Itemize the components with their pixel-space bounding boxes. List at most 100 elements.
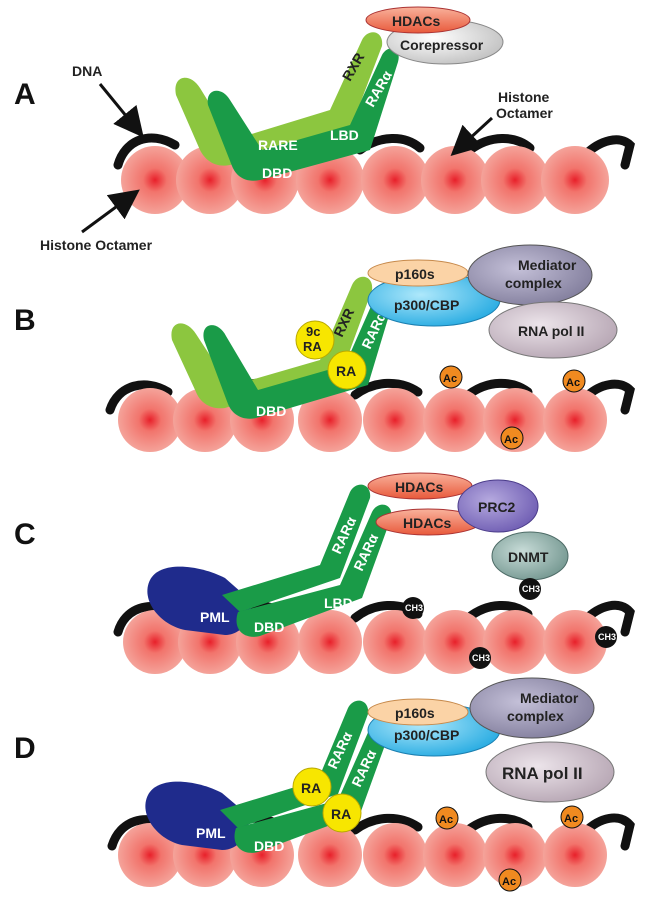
dbd-label: DBD (262, 165, 292, 181)
ligand-9c-ra-label: RA (303, 339, 322, 354)
nucleosome (481, 146, 549, 214)
rna-pol-ii (488, 301, 618, 359)
acetyl-mark (562, 369, 586, 393)
methyl-mark (595, 626, 617, 648)
acetyl-label: Ac (439, 814, 453, 826)
nucleosome (363, 610, 427, 674)
mediator-label-2: complex (507, 708, 564, 724)
panel-a-letter: A (14, 78, 36, 111)
hdacs-label: HDACs (392, 13, 440, 29)
dbd-label: DBD (254, 619, 284, 635)
ligand-ra (322, 793, 362, 833)
acetyl-mark (560, 805, 584, 829)
rna-pol-ii (485, 741, 615, 803)
rara-protein (220, 700, 369, 828)
acetyl-label: Ac (502, 876, 516, 888)
panel-c: C PML RARα RARα LBD DBD HDACs HDACs PRC2 (14, 472, 635, 674)
nucleosome (423, 823, 487, 887)
acetyl-label: Ac (504, 434, 518, 446)
ligand-ra (327, 350, 367, 390)
nucleosome (298, 610, 362, 674)
prc2 (457, 479, 539, 533)
nucleosome (361, 146, 429, 214)
nucleosome (423, 388, 487, 452)
nucleosome (118, 388, 182, 452)
histone-arrow-bottom (81, 189, 140, 234)
lbd-label: LBD (324, 595, 353, 611)
dna-arrow (98, 83, 144, 138)
panel-d-letter: D (14, 732, 36, 765)
histone-label-top-2: Octamer (496, 105, 553, 121)
dbd-label: DBD (256, 403, 286, 419)
nucleosome (118, 823, 182, 887)
ch3-label: CH3 (598, 632, 616, 642)
rara-protein (236, 504, 392, 637)
panel-c-letter: C (14, 518, 36, 551)
acetyl-mark (439, 365, 463, 389)
ligand-9c-ra (295, 320, 335, 360)
acetyl-mark (435, 806, 459, 830)
acetyl-mark (500, 426, 524, 450)
histone-label-bottom: Histone Octamer (40, 237, 153, 253)
ligand-9c-label: 9c (306, 324, 320, 339)
p300-label: p300/CBP (394, 727, 459, 743)
ligand-ra (292, 767, 332, 807)
nucleosome (363, 823, 427, 887)
nucleosome (543, 388, 607, 452)
hdacs-label: HDACs (395, 479, 443, 495)
acetyl-label: Ac (564, 813, 578, 825)
nucleosome (421, 146, 489, 214)
rare-label: RARE (258, 137, 298, 153)
panel-b: B RXR RARα DBD 9c RA RA p300/CBP p160s M… (14, 244, 635, 452)
acetyl-label: Ac (443, 373, 457, 385)
histone-label-top-1: Histone (498, 89, 550, 105)
pml-protein (145, 781, 249, 850)
nucleosome (483, 610, 547, 674)
panel-d: D PML RARα RARα DBD RA RA p300/CBP p (14, 677, 635, 892)
nucleosome-row (118, 823, 607, 887)
nucleosome (363, 388, 427, 452)
nucleosome (123, 610, 187, 674)
nucleosome-row (121, 146, 609, 214)
nucleosome (483, 388, 547, 452)
nucleosome (298, 823, 362, 887)
ligand-ra-label: RA (336, 363, 356, 379)
ligand-ra-label: RA (331, 806, 351, 822)
rnapol-label: RNA pol II (518, 323, 584, 339)
ch3-label: CH3 (522, 584, 540, 594)
hdacs-label: HDACs (403, 515, 451, 531)
panel-b-letter: B (14, 304, 36, 337)
prc2-label: PRC2 (478, 499, 516, 515)
methyl-mark (402, 597, 424, 619)
p160s-label: p160s (395, 266, 435, 282)
ligand-ra-label: RA (301, 780, 321, 796)
methyl-mark (519, 578, 541, 600)
lbd-label: LBD (330, 127, 359, 143)
nucleosome (543, 823, 607, 887)
p300-label: p300/CBP (394, 297, 459, 313)
pml-label: PML (196, 825, 226, 841)
rara-protein (207, 48, 399, 181)
pml-label: PML (200, 609, 230, 625)
acetyl-mark (498, 868, 522, 892)
nucleosome (298, 388, 362, 452)
nucleosome (541, 146, 609, 214)
mediator-complex (469, 677, 595, 739)
mediator-label-1: Mediator (520, 690, 579, 706)
hdacs (365, 6, 471, 34)
pml-protein (147, 566, 251, 635)
p160s (367, 698, 469, 726)
rara-protein (234, 720, 390, 853)
histone-arrow-top (450, 116, 494, 157)
methyl-mark (469, 647, 491, 669)
rnapol-label: RNA pol II (502, 764, 583, 783)
ch3-label: CH3 (405, 603, 423, 613)
dnmt-label: DNMT (508, 549, 549, 565)
mediator-label-1: Mediator (518, 257, 577, 273)
rara-protein (222, 484, 371, 612)
corepressor-label: Corepressor (400, 37, 484, 53)
dbd-label: DBD (254, 838, 284, 854)
ch3-label: CH3 (472, 653, 490, 663)
nucleosome (543, 610, 607, 674)
